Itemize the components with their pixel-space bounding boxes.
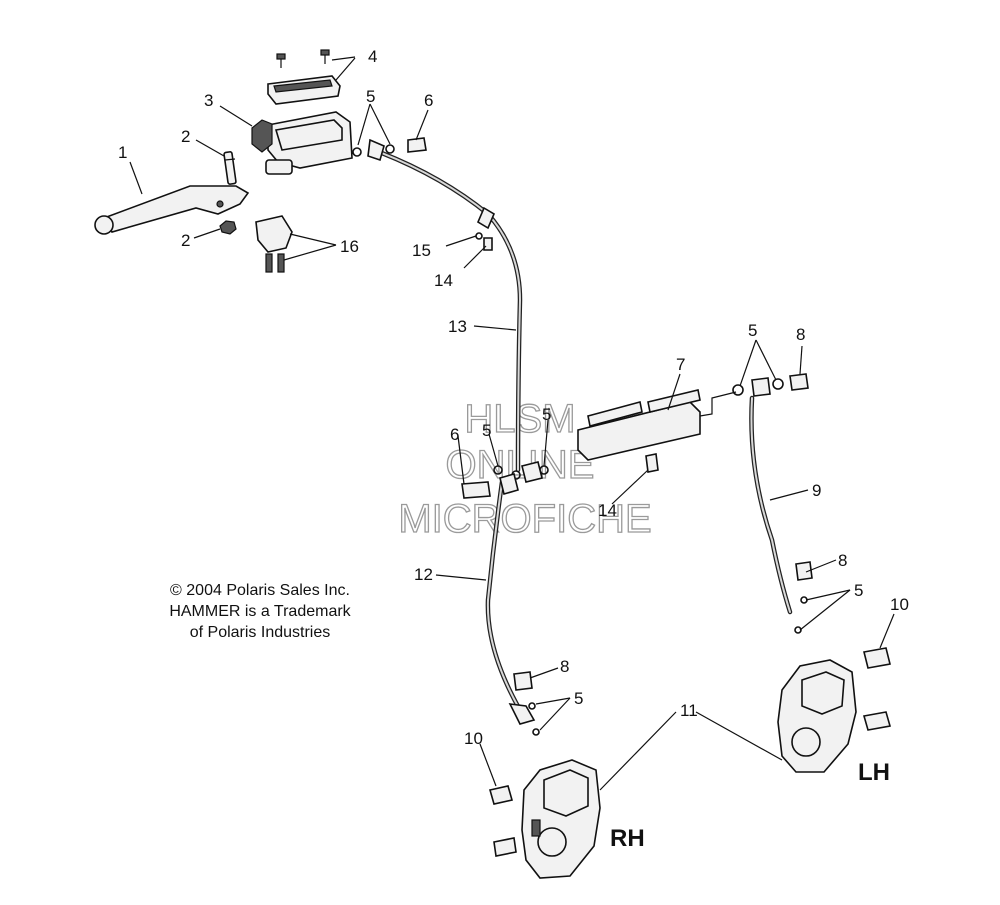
- copyright-line-3: of Polaris Industries: [189, 624, 331, 641]
- cover-screws: [276, 49, 330, 68]
- leader-lines: [129, 56, 895, 791]
- callout-5: 5: [574, 689, 583, 708]
- brake-lines: [371, 147, 793, 713]
- reservoir-cover: [267, 75, 341, 105]
- callout-11: 11: [680, 701, 698, 720]
- callout-3: 3: [204, 91, 213, 110]
- callout-7: 7: [676, 355, 685, 374]
- callout-8: 8: [560, 657, 569, 676]
- callout-8: 8: [838, 551, 847, 570]
- side-label-rh: RH: [610, 825, 645, 852]
- side-label-lh: LH: [858, 759, 890, 786]
- caliper-bolts: [488, 647, 892, 857]
- callout-10: 10: [890, 595, 909, 614]
- callouts: 1 2 2 3 4 5 6 16 15 14 13 7 5 8 6 5 5 14…: [118, 47, 909, 748]
- copyright-notice: © 2004 Polaris Sales Inc. HAMMER is a Tr…: [140, 580, 380, 643]
- callout-14: 14: [598, 501, 617, 520]
- callout-6: 6: [424, 91, 433, 110]
- copyright-line-1: © 2004 Polaris Sales Inc.: [170, 582, 350, 599]
- callout-8: 8: [796, 325, 805, 344]
- copyright-line-2: HAMMER is a Trademark: [169, 603, 351, 620]
- watermark-line-3: MICROFICHE: [398, 497, 651, 541]
- callout-4: 4: [368, 47, 377, 66]
- callout-12: 12: [414, 565, 433, 584]
- callout-5: 5: [748, 321, 757, 340]
- callout-13: 13: [448, 317, 467, 336]
- caliper-lh: [777, 659, 857, 773]
- callout-6: 6: [450, 425, 459, 444]
- fittings: [352, 137, 813, 736]
- callout-10: 10: [464, 729, 483, 748]
- callout-5: 5: [854, 581, 863, 600]
- master-cylinder: [251, 111, 353, 175]
- callout-9: 9: [812, 481, 821, 500]
- pivot-nut: [219, 220, 237, 235]
- callout-16: 16: [340, 237, 359, 256]
- pivot-pin: [223, 151, 237, 185]
- callout-5: 5: [542, 405, 551, 424]
- callout-5: 5: [482, 421, 491, 440]
- handlebar-clamp: [255, 215, 293, 273]
- caliper-rh: [521, 759, 601, 879]
- callout-14: 14: [434, 271, 453, 290]
- junction-block: [577, 389, 737, 461]
- callout-1: 1: [118, 143, 127, 162]
- callout-2: 2: [181, 231, 190, 250]
- callout-2: 2: [181, 127, 190, 146]
- brake-lever: [94, 185, 250, 235]
- callout-15: 15: [412, 241, 431, 260]
- callout-5: 5: [366, 87, 375, 106]
